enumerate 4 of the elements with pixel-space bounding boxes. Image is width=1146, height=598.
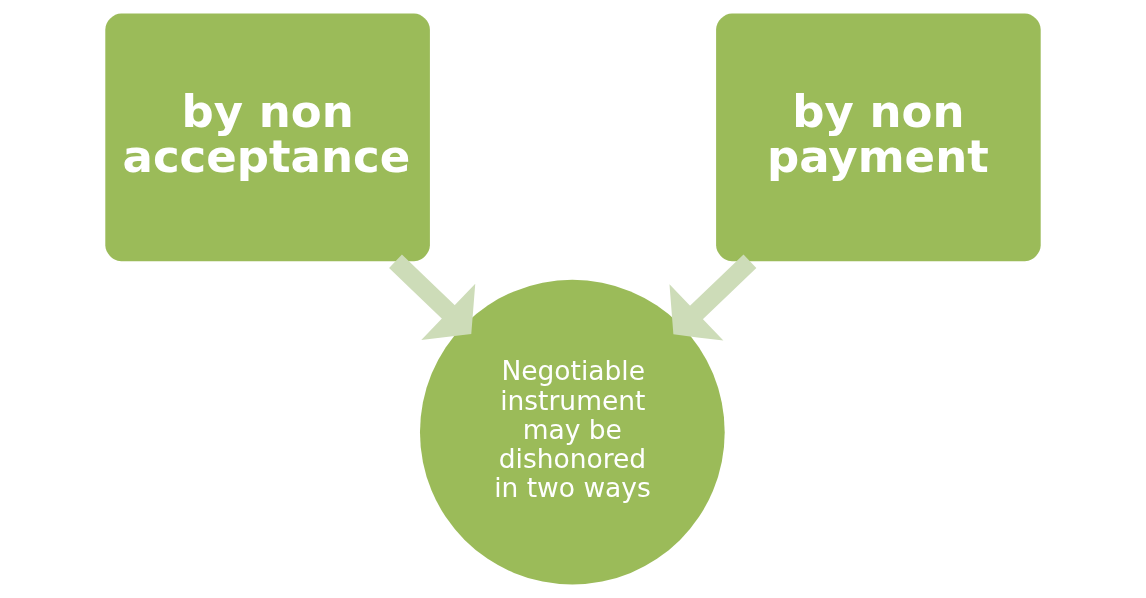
node-box: by non acceptance bbox=[105, 13, 430, 262]
node-box: by non payment bbox=[716, 13, 1041, 262]
arrow bbox=[669, 254, 757, 341]
arrow bbox=[389, 254, 476, 341]
